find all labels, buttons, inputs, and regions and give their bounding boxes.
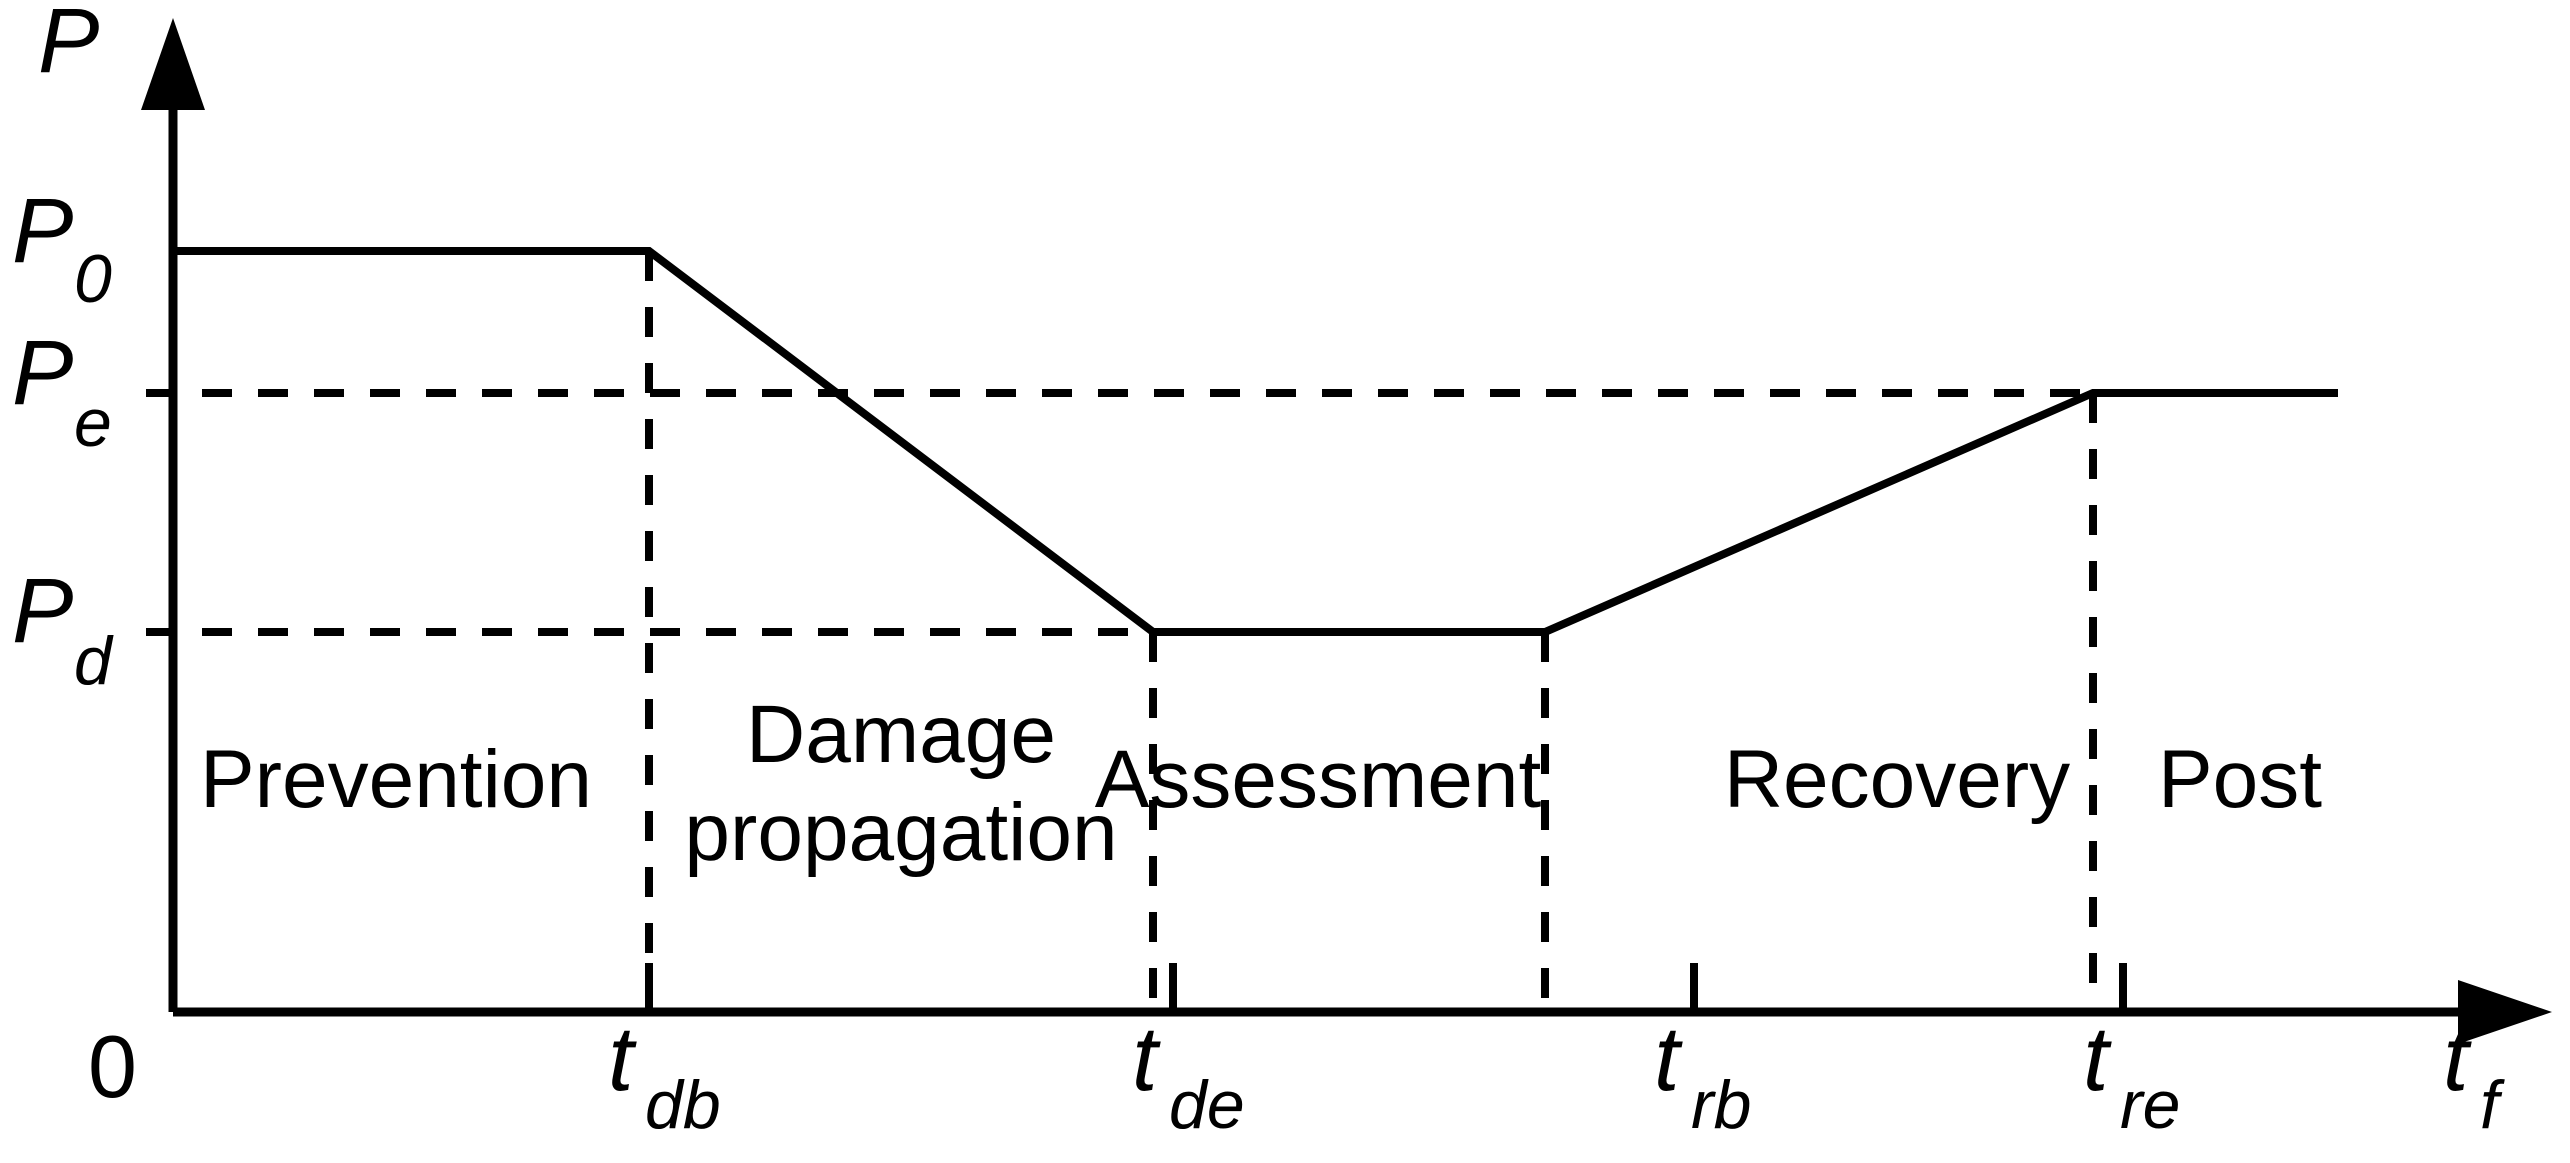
x-tick-trb-subscript: rb xyxy=(1691,1067,1751,1143)
phase-label-damage-line1: Damage xyxy=(746,689,1056,780)
y-axis-title: P xyxy=(38,0,99,92)
x-tick-tde-subscript: de xyxy=(1169,1067,1245,1143)
phase-label-prevention: Prevention xyxy=(200,734,592,825)
x-tick-tf-subscript: f xyxy=(2480,1067,2505,1143)
x-tick-tdb-subscript: db xyxy=(645,1067,721,1143)
y-level-label-pd: P d xyxy=(12,560,114,699)
y-level-pe-subscript: e xyxy=(74,385,112,461)
x-tick-trb-base: t xyxy=(1654,1008,1683,1110)
y-level-label-pe: P e xyxy=(12,322,112,461)
x-tick-label-zero: 0 xyxy=(88,1017,137,1116)
y-level-pd-base: P xyxy=(12,560,73,662)
x-tick-tf-base: t xyxy=(2443,1008,2472,1110)
phase-label-damage-propagation: Damage propagation xyxy=(684,689,1117,878)
x-tick-label-tde: t de xyxy=(1132,1008,1245,1143)
x-tick-marks-group xyxy=(645,963,2127,1008)
y-level-label-p0: P 0 xyxy=(12,180,112,317)
y-level-pe-base: P xyxy=(12,322,73,424)
performance-curve xyxy=(173,247,2338,636)
guide-lines-group xyxy=(146,251,2097,1012)
x-tick-tde-base: t xyxy=(1132,1008,1161,1110)
x-tick-tdb-base: t xyxy=(608,1008,637,1110)
x-tick-tre-base: t xyxy=(2083,1008,2112,1110)
phase-labels-group: Prevention Damage propagation Assessment… xyxy=(200,689,2322,878)
y-level-p0-subscript: 0 xyxy=(74,241,112,317)
x-tick-label-tf: t f xyxy=(2443,1008,2505,1143)
x-tick-tre-subscript: re xyxy=(2120,1067,2180,1143)
phase-label-assessment: Assessment xyxy=(1095,734,1542,825)
phase-label-recovery: Recovery xyxy=(1724,734,2070,825)
phase-label-post: Post xyxy=(2158,734,2322,825)
x-tick-label-tre: t re xyxy=(2083,1008,2180,1143)
y-axis-labels-group: P P 0 P e P d xyxy=(12,0,114,699)
x-axis-arrow-icon xyxy=(2458,980,2552,1044)
axes-group xyxy=(141,18,2552,1044)
phase-label-damage-line2: propagation xyxy=(684,787,1117,878)
x-axis-labels-group: 0 t db t de t rb t re t xyxy=(88,1008,2505,1143)
y-axis-arrow-icon xyxy=(141,18,205,110)
y-level-pd-subscript: d xyxy=(74,623,114,699)
x-tick-label-tdb: t db xyxy=(608,1008,721,1143)
y-level-p0-base: P xyxy=(12,180,73,282)
x-tick-label-trb: t rb xyxy=(1654,1008,1751,1143)
